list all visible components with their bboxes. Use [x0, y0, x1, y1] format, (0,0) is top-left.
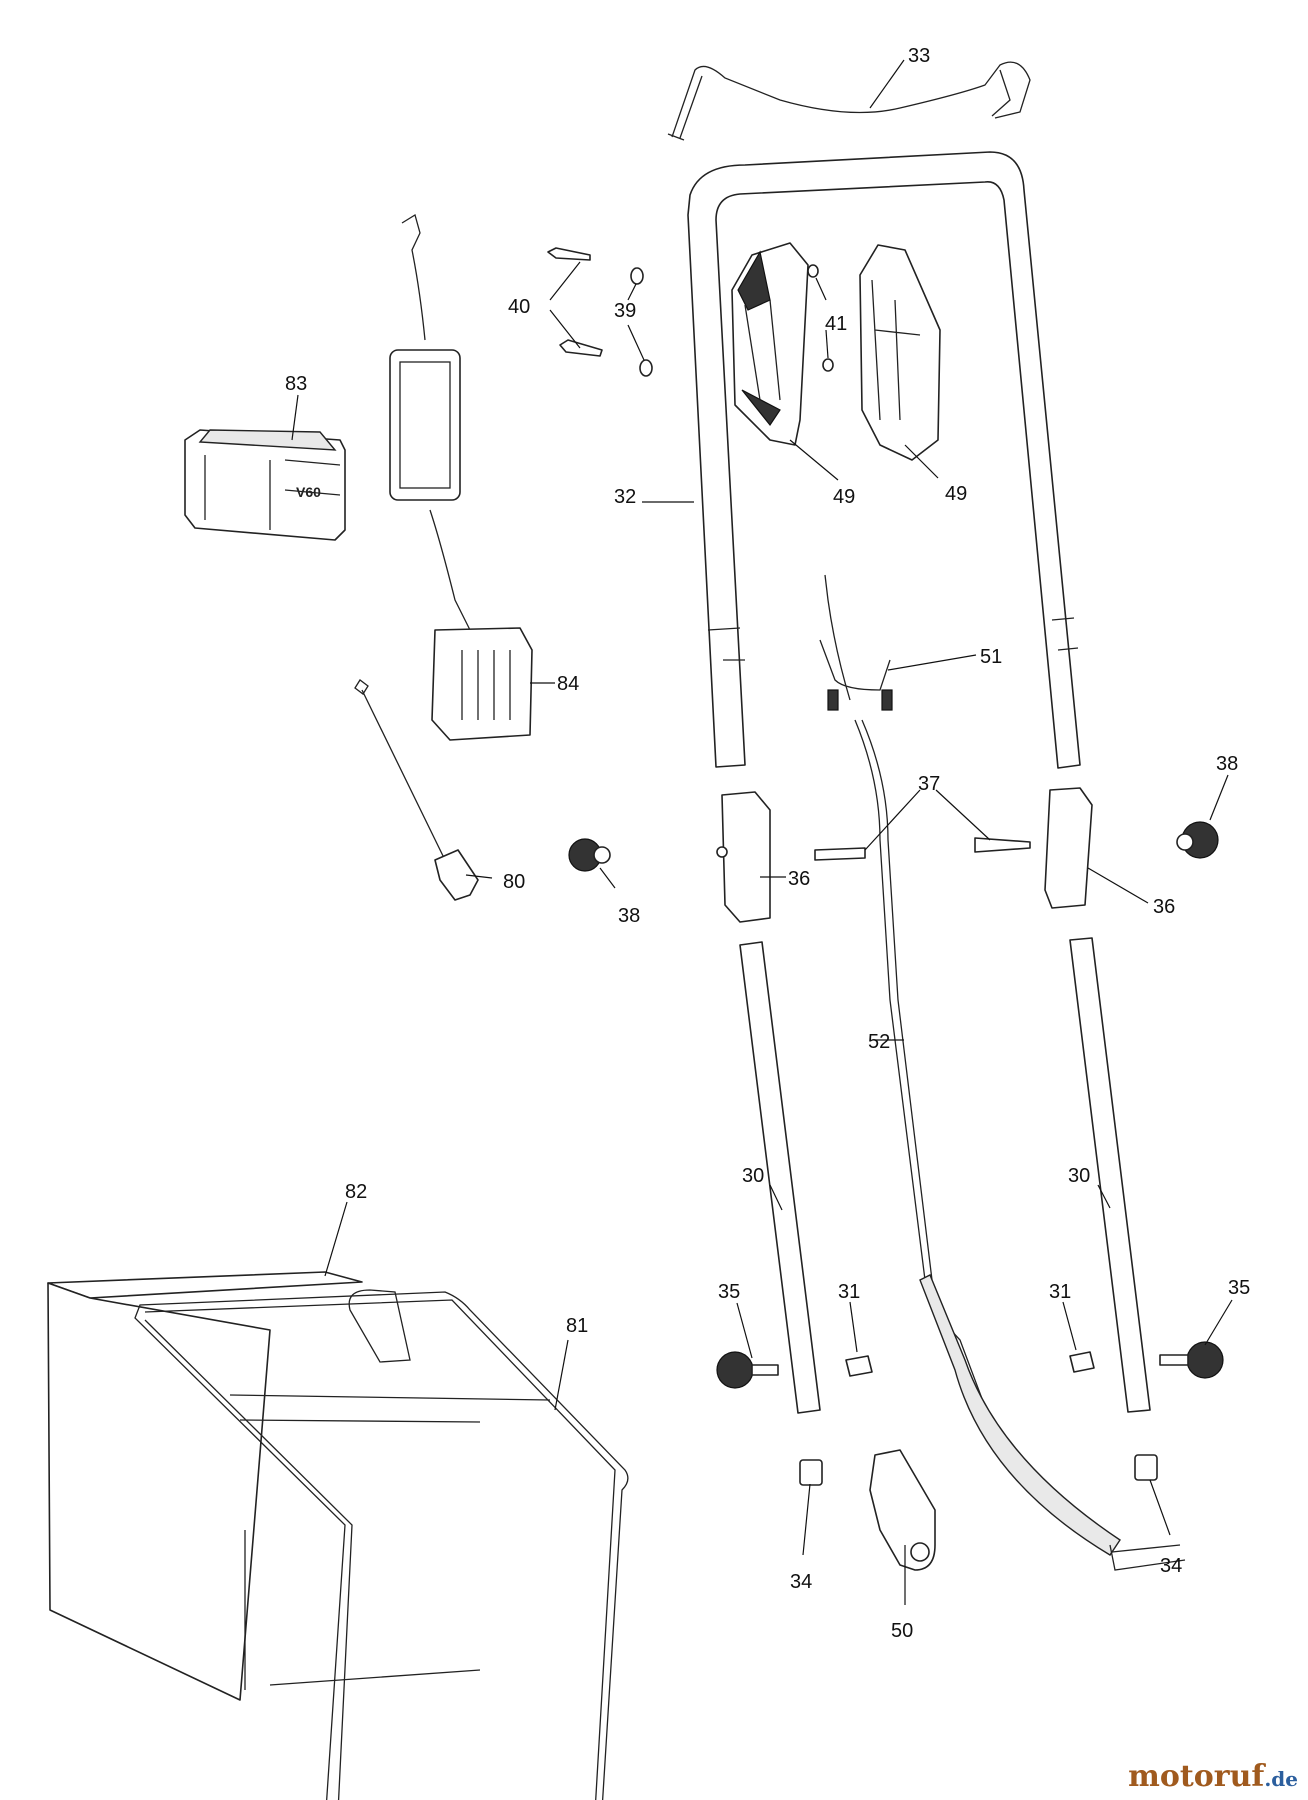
callout-81: 81 [566, 1315, 588, 1337]
callout-82: 82 [345, 1181, 367, 1203]
part-80-safety-key [354, 679, 479, 901]
callout-30-left: 30 [742, 1165, 764, 1187]
callout-50: 50 [891, 1620, 913, 1642]
part-31-pins [845, 1351, 1095, 1377]
callout-37: 37 [918, 773, 940, 795]
part-81-bag-frame [134, 1289, 629, 1800]
callout-80: 80 [503, 871, 525, 893]
part-49-control-housing-right [859, 244, 941, 461]
part-36-bracket-left [716, 791, 771, 923]
callout-33: 33 [908, 45, 930, 67]
callout-34-right: 34 [1160, 1555, 1182, 1577]
part-41-nuts [807, 264, 834, 372]
callout-83: 83 [285, 373, 307, 395]
callout-31-right: 31 [1049, 1281, 1071, 1303]
part-34-ferrules [799, 1454, 1158, 1486]
part-36-bracket-right [1044, 787, 1093, 909]
part-83-battery: V60 [184, 429, 346, 541]
callout-34-left: 34 [790, 1571, 812, 1593]
callout-labels: 33 32 83 40 39 41 49 49 51 84 37 38 36 3… [285, 45, 1250, 1642]
battery-v60-marking: V60 [296, 484, 321, 500]
callout-36-right: 36 [1153, 896, 1175, 918]
callout-39: 39 [614, 300, 636, 322]
part-38-knob-left [568, 838, 611, 872]
callout-52: 52 [868, 1031, 890, 1053]
watermark-tld: .de [1264, 1767, 1298, 1791]
callout-38-right: 38 [1216, 753, 1238, 775]
callout-31-left: 31 [838, 1281, 860, 1303]
charger-adapter [389, 213, 471, 631]
callout-36-left: 36 [788, 868, 810, 890]
part-40-bolts [547, 247, 603, 357]
part-37-bolts [814, 837, 1031, 861]
callout-40: 40 [508, 296, 530, 318]
callout-49-left: 49 [833, 486, 855, 508]
part-82-grass-bag [47, 1271, 481, 1701]
part-38-knob-right [1176, 821, 1219, 859]
part-50-switch [869, 1449, 936, 1571]
part-35-knob-left [716, 1351, 779, 1389]
part-35-knob-right [1159, 1341, 1224, 1379]
part-51-wiring-harness [819, 574, 893, 711]
part-84-charger-dock [431, 627, 533, 741]
callout-84: 84 [557, 673, 579, 695]
part-39-nuts [630, 267, 653, 377]
callout-30-right: 30 [1068, 1165, 1090, 1187]
part-30-lower-tube-left [739, 941, 821, 1414]
motoruf-watermark: motoruf.de [1128, 1759, 1298, 1794]
part-32-upper-handle [687, 151, 1081, 769]
part-30-lower-tube-right [1069, 937, 1151, 1413]
callout-41: 41 [825, 313, 847, 335]
callout-35-left: 35 [718, 1281, 740, 1303]
callout-38-left: 38 [618, 905, 640, 927]
callout-32: 32 [614, 486, 636, 508]
watermark-main: motoruf [1128, 1759, 1265, 1794]
part-49-control-housing-left [731, 242, 809, 446]
leader-lines [291, 59, 1233, 1605]
callout-51: 51 [980, 646, 1002, 668]
callout-49-right: 49 [945, 483, 967, 505]
callout-35-right: 35 [1228, 1277, 1250, 1299]
part-52-cable [854, 719, 1186, 1571]
part-33-bail-bar [667, 61, 1031, 141]
